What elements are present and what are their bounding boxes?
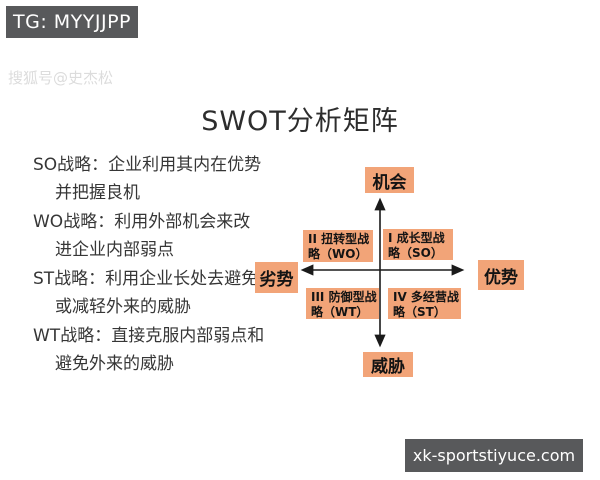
quadrant-iv-line2: 略（ST） <box>393 305 446 319</box>
strategy-st-line2: 或减轻外来的威胁 <box>55 297 191 317</box>
tg-badge: TG: MYYJJPP <box>6 6 138 38</box>
strategy-so-line2: 并把握良机 <box>55 183 140 203</box>
strategy-wo-line1: WO战略：利用外部机会来改 <box>33 212 251 232</box>
axis-label-strength: 优势 <box>478 260 524 290</box>
watermark-text: 搜狐号@史杰松 <box>8 69 114 87</box>
strategy-wt-line1: WT战略：直接克服内部弱点和 <box>33 326 265 346</box>
quadrant-iv-line1: IV 多经营战 <box>393 290 459 304</box>
strategy-wt-line2: 避免外来的威胁 <box>55 354 174 374</box>
quadrant-iii-line2: 略（WT） <box>311 305 369 319</box>
strategy-list: SO战略：企业利用其内在优势 并把握良机 WO战略：利用外部机会来改 进企业内部… <box>33 151 278 379</box>
quadrant-i-line2: 略（SO） <box>388 246 443 260</box>
strategy-item-so: SO战略：企业利用其内在优势 并把握良机 <box>33 151 278 207</box>
strategy-item-wt: WT战略：直接克服内部弱点和 避免外来的威胁 <box>33 322 278 378</box>
strategy-so-line1: SO战略：企业利用其内在优势 <box>33 155 262 175</box>
quadrant-iii-line1: III 防御型战 <box>311 290 377 304</box>
page-title: SWOT分析矩阵 <box>201 106 399 137</box>
strategy-st-line1: ST战略：利用企业长处去避免 <box>33 269 259 289</box>
quadrant-i-line1: I 成长型战 <box>388 231 445 245</box>
quadrant-i-so-box: I 成长型战 略（SO） <box>383 229 453 260</box>
axis-label-opportunity: 机会 <box>365 167 414 193</box>
quadrant-iv-st-box: IV 多经营战 略（ST） <box>388 288 461 319</box>
matrix-axes <box>300 197 465 348</box>
strategy-item-wo: WO战略：利用外部机会来改 进企业内部弱点 <box>33 208 278 264</box>
axis-label-threat: 威胁 <box>363 352 413 377</box>
quadrant-ii-line2: 略（WO） <box>308 247 368 261</box>
strategy-item-st: ST战略：利用企业长处去避免 或减轻外来的威胁 <box>33 265 278 321</box>
strategy-wo-line2: 进企业内部弱点 <box>55 240 174 260</box>
quadrant-ii-wo-box: II 扭转型战 略（WO） <box>303 230 373 262</box>
site-badge: xk-sportstiyuce.com <box>405 439 583 472</box>
quadrant-iii-wt-box: III 防御型战 略（WT） <box>306 288 379 319</box>
quadrant-ii-line1: II 扭转型战 <box>308 232 370 246</box>
